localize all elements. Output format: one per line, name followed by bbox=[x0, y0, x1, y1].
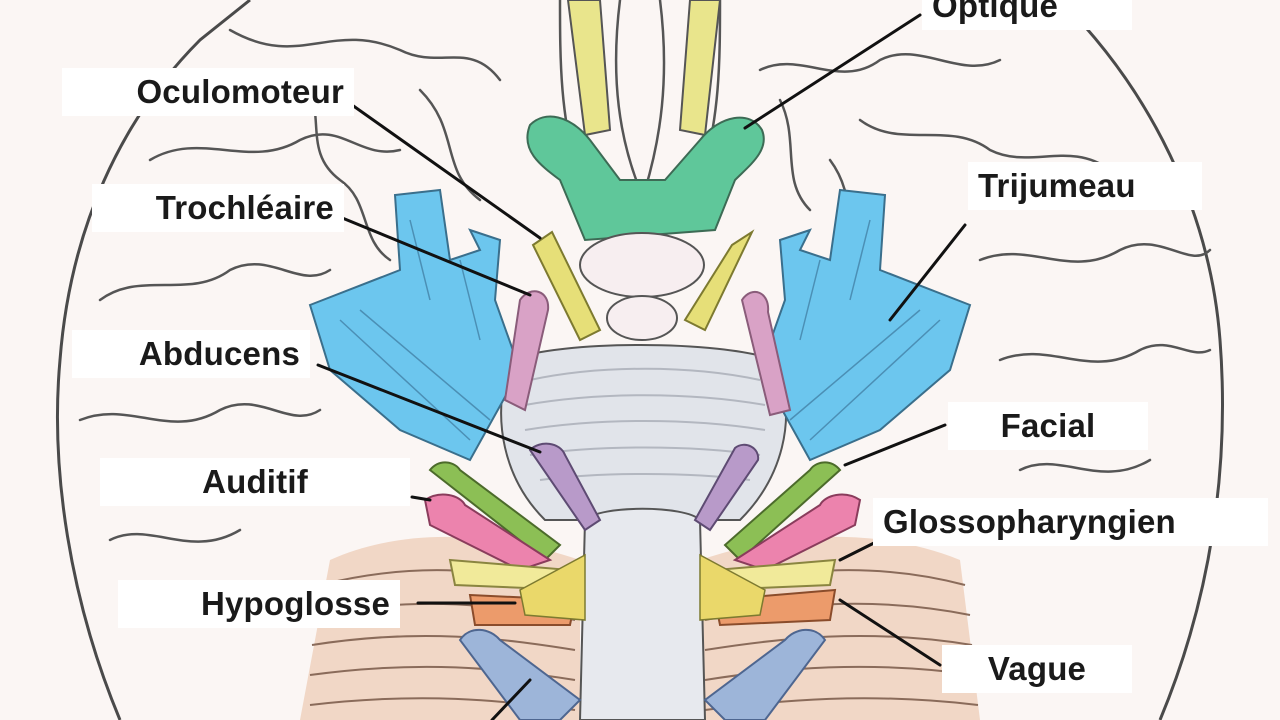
label-abducens: Abducens bbox=[72, 330, 310, 378]
label-vague: Vague bbox=[942, 645, 1132, 693]
facial-nerves bbox=[428, 461, 842, 562]
hypoglossal-nerves bbox=[458, 628, 827, 720]
optic-nerves bbox=[566, 0, 722, 137]
label-oculomoteur: Oculomoteur bbox=[62, 68, 354, 116]
label-facial: Facial bbox=[948, 402, 1148, 450]
pituitary-stalk bbox=[579, 232, 705, 298]
medulla bbox=[578, 507, 707, 720]
leader-lines bbox=[316, 13, 967, 720]
label-trijumeau: Trijumeau bbox=[968, 162, 1202, 210]
trigeminal-nerves bbox=[308, 188, 972, 462]
label-auditif: Auditif bbox=[100, 458, 410, 506]
cranial-rootlets bbox=[519, 553, 766, 621]
label-optique: Optique bbox=[922, 0, 1132, 30]
optic-chiasm bbox=[526, 115, 765, 242]
mammillary-bodies bbox=[606, 295, 678, 341]
oculomotor-nerves bbox=[531, 229, 755, 342]
label-hypoglosse: Hypoglosse bbox=[118, 580, 400, 628]
label-trochleaire: Trochléaire bbox=[92, 184, 344, 232]
label-glossopharyngien: Glossopharyngien bbox=[873, 498, 1268, 546]
trochlear-nerves bbox=[503, 290, 792, 417]
abducens-nerves bbox=[528, 442, 760, 532]
